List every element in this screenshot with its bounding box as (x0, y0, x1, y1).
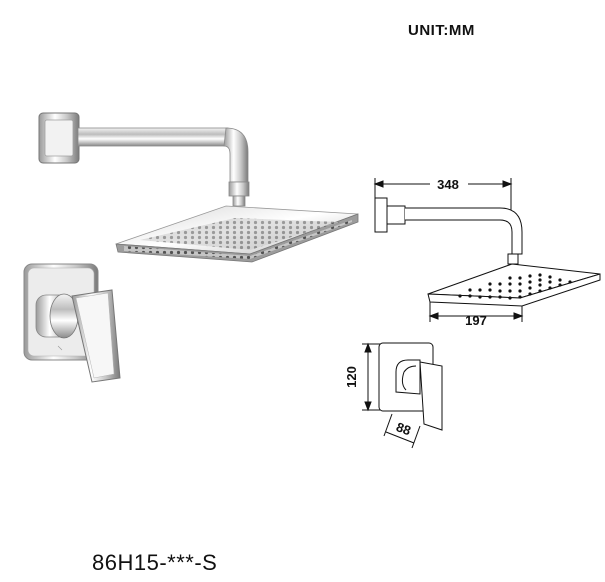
arm-length-dimension: 348 (437, 177, 459, 192)
valve-drawing (362, 342, 443, 449)
unit-label: UNIT:MM (408, 22, 475, 39)
valve-trim-photo (23, 263, 121, 383)
shower-head-photo (38, 112, 359, 263)
model-number: 86H15-***-S (92, 550, 218, 575)
head-width-dimension: 197 (465, 313, 487, 328)
valve-height-dimension: 120 (344, 366, 359, 388)
shower-head-drawing (373, 178, 601, 322)
valve-depth-dimension: 88 (394, 419, 413, 438)
